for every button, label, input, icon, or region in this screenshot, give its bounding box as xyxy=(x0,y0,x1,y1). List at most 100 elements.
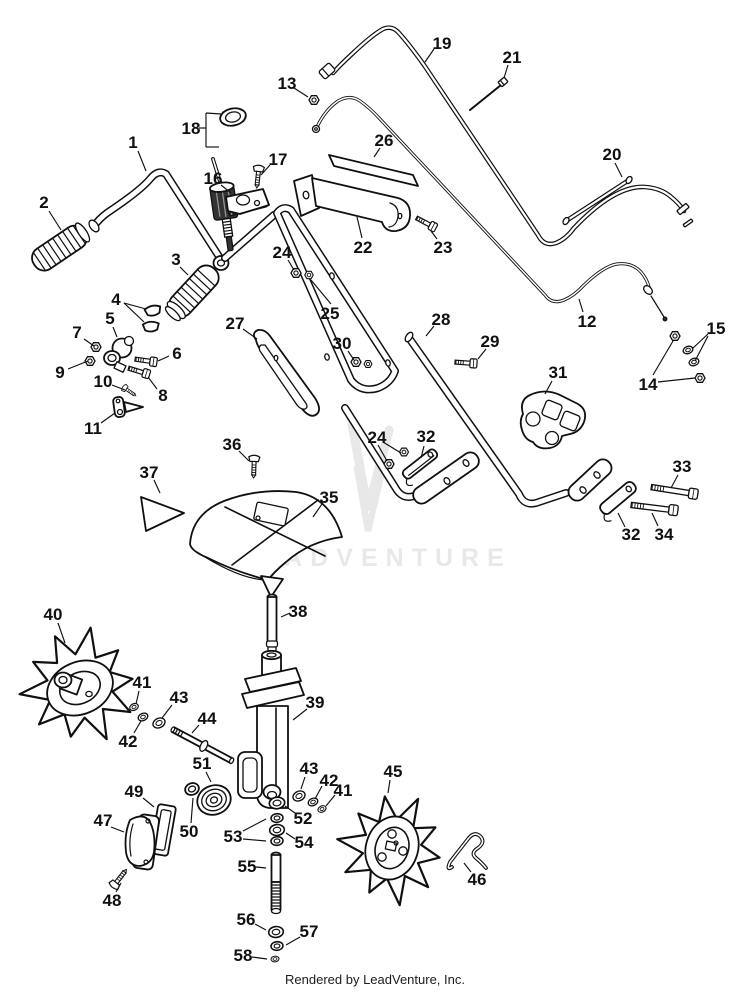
callout-14: 14 xyxy=(639,375,658,394)
callout-24: 24 xyxy=(368,428,387,447)
callout-13: 13 xyxy=(278,74,297,93)
bolt-29 xyxy=(454,357,478,369)
callout-32: 32 xyxy=(417,427,436,446)
callout-31: 31 xyxy=(549,363,568,382)
grip-clamp-halves xyxy=(141,304,162,333)
callout-36: 36 xyxy=(223,435,242,454)
callout-20: 20 xyxy=(603,145,622,164)
callout-leader-31 xyxy=(544,380,553,395)
callout-26: 26 xyxy=(375,131,394,150)
tine-axle xyxy=(170,726,235,765)
bolt-8 xyxy=(126,363,152,380)
cable-tie xyxy=(469,76,509,111)
callout-leader-2 xyxy=(48,210,62,231)
screw-36 xyxy=(247,454,261,479)
screw-10 xyxy=(120,383,139,400)
leadventure-v-logo xyxy=(347,419,394,512)
callout-leader-53 xyxy=(242,838,267,842)
mount-bracket-left xyxy=(401,448,439,487)
callout-leader-6 xyxy=(157,355,170,362)
callout-leader-18 xyxy=(205,112,222,115)
callout-leader-48 xyxy=(115,882,122,893)
throttle-control-body xyxy=(103,335,135,373)
handle-bracket xyxy=(293,174,411,232)
callout-15: 15 xyxy=(707,319,726,338)
tine-gearbox xyxy=(237,649,305,809)
handle-tube-end xyxy=(88,219,100,233)
callout-44: 44 xyxy=(198,709,217,728)
callout-58: 58 xyxy=(234,946,253,965)
washer-15b xyxy=(687,356,701,368)
callout-54: 54 xyxy=(295,833,314,852)
washer-58 xyxy=(270,955,280,963)
screw-17 xyxy=(250,164,266,190)
bearing xyxy=(196,784,232,816)
callout-37: 37 xyxy=(140,463,159,482)
callout-leader-23 xyxy=(430,230,438,240)
callout-leader-46 xyxy=(463,862,472,873)
callout-10: 10 xyxy=(94,372,113,391)
callout-22: 22 xyxy=(354,238,373,257)
cable-eyelet xyxy=(311,124,321,134)
callout-leader-9 xyxy=(67,360,89,370)
callout-leader-38 xyxy=(280,612,291,618)
bolt-33 xyxy=(649,481,700,501)
nut-30a xyxy=(350,357,362,367)
callout-23: 23 xyxy=(434,238,453,257)
callout-12: 12 xyxy=(578,312,597,331)
callout-leader-40 xyxy=(57,622,66,644)
callout-leader-41 xyxy=(135,690,140,705)
cable-end-fitting xyxy=(643,285,653,295)
callout-leader-7 xyxy=(83,338,95,347)
side-cover xyxy=(124,813,160,871)
throttle-lever xyxy=(112,396,144,418)
callout-leader-47 xyxy=(110,826,125,833)
callout-43: 43 xyxy=(300,759,319,778)
callout-50: 50 xyxy=(180,822,199,841)
callout-leader-5 xyxy=(112,326,118,338)
callout-leader-33 xyxy=(670,474,679,489)
callout-leader-4 xyxy=(123,302,147,310)
callout-leader-52 xyxy=(284,805,296,814)
callout-30: 30 xyxy=(333,334,352,353)
callout-57: 57 xyxy=(300,922,319,941)
callout-21: 21 xyxy=(503,48,522,67)
callout-28: 28 xyxy=(432,310,451,329)
nut-24b xyxy=(383,459,395,469)
switch-ring-nut xyxy=(219,107,247,127)
callout-leader-41 xyxy=(325,794,336,807)
cable-ferrule-tip xyxy=(682,218,694,228)
callout-16: 16 xyxy=(204,169,223,188)
washer-42-left xyxy=(136,710,150,724)
callout-leader-29 xyxy=(477,348,487,360)
callout-42: 42 xyxy=(320,771,339,790)
nut-14b xyxy=(694,373,706,383)
washer-53b xyxy=(269,835,285,847)
callout-leader-20 xyxy=(614,162,623,178)
callout-52: 52 xyxy=(294,809,313,828)
nut-14a xyxy=(669,331,681,341)
callout-34: 34 xyxy=(655,525,674,544)
callout-leader-21 xyxy=(503,64,509,79)
bushing-56 xyxy=(267,925,285,939)
callout-leader-14 xyxy=(652,340,674,376)
switch-plate xyxy=(225,188,270,217)
callout-33: 33 xyxy=(673,457,692,476)
callout-leader-51 xyxy=(205,771,212,783)
callout-leader-34 xyxy=(651,512,659,527)
bushing-43-left xyxy=(150,715,168,731)
callout-leader-15 xyxy=(691,333,709,350)
washer-15a xyxy=(681,344,695,356)
washer-57 xyxy=(269,940,285,952)
callout-leader-42 xyxy=(133,720,142,734)
callout-leader-50 xyxy=(190,797,194,824)
callout-leader-45 xyxy=(387,779,391,794)
seal xyxy=(184,782,200,796)
callout-6: 6 xyxy=(172,344,181,363)
callout-18: 18 xyxy=(182,119,201,138)
tine-wheel-left xyxy=(18,626,134,741)
nut-30b xyxy=(363,360,373,368)
callout-leader-11 xyxy=(100,412,116,424)
